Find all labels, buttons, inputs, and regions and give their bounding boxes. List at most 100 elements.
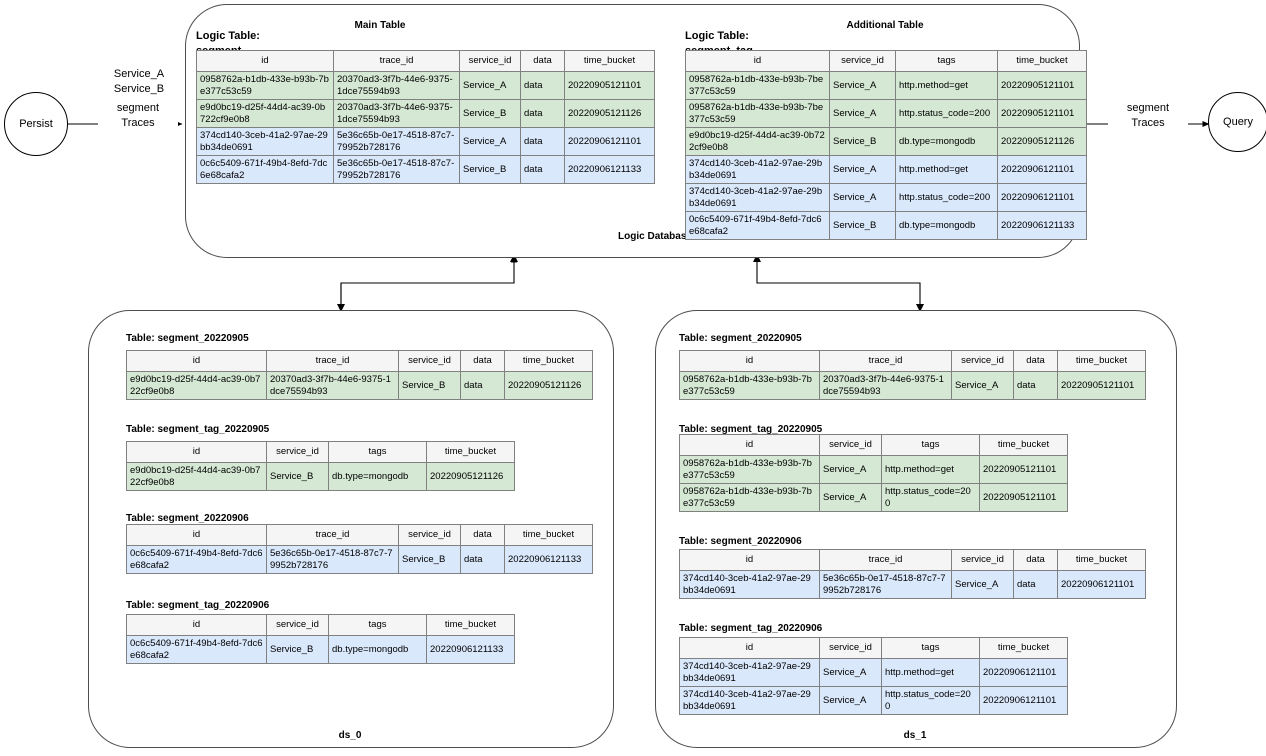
table-cell: 0c6c5409-671f-49b4-8efd-7dc6e68cafa2 — [126, 545, 267, 574]
table-cell: 0c6c5409-671f-49b4-8efd-7dc6e68cafa2 — [685, 211, 830, 240]
col-tags: tags — [328, 441, 427, 463]
table-cell: 0958762a-b1db-433e-b93b-7be377c53c59 — [679, 455, 820, 484]
table-cell: 20220906121133 — [426, 635, 515, 664]
ds0-segment-20220906-table: id trace_id service_id data time_bucket … — [126, 524, 593, 574]
col-trace-id: trace_id — [266, 350, 399, 372]
table-cell: Service_B — [829, 211, 896, 240]
table-cell: http.method=get — [881, 455, 980, 484]
table-cell: 20220906121101 — [979, 686, 1068, 715]
ds0-segment-20220905-table: id trace_id service_id data time_bucket … — [126, 350, 593, 400]
table-cell: 20220906121133 — [564, 155, 655, 184]
col-time-bucket: time_bucket — [504, 524, 593, 546]
table-cell: 374cd140-3ceb-41a2-97ae-29bb34de0691 — [679, 570, 820, 599]
table-cell: e9d0bc19-d25f-44d4-ac39-0b722cf9e0b8 — [196, 99, 334, 128]
table-cell: Service_A — [951, 371, 1014, 400]
col-id: id — [685, 50, 830, 72]
col-id: id — [126, 441, 267, 463]
table-cell: db.type=mongodb — [328, 462, 427, 491]
table-header-row: id trace_id service_id data time_bucket — [126, 524, 593, 546]
query-label: Query — [1223, 116, 1253, 128]
col-time-bucket: time_bucket — [564, 50, 655, 72]
col-data: data — [1013, 350, 1058, 372]
col-id: id — [126, 524, 267, 546]
table-cell: 0958762a-b1db-433e-b93b-7be377c53c59 — [679, 483, 820, 512]
table-cell: Service_A — [819, 658, 882, 687]
table-cell: 5e36c65b-0e17-4518-87c7-79952b728176 — [266, 545, 399, 574]
col-trace-id: trace_id — [819, 350, 952, 372]
table-cell: Service_A — [951, 570, 1014, 599]
col-data: data — [520, 50, 565, 72]
persist-label: Persist — [19, 118, 53, 130]
table-cell: Service_B — [266, 462, 329, 491]
table-cell: 20220906121101 — [564, 127, 655, 156]
ds0-segment-tag-20220906-table: id service_id tags time_bucket 0c6c5409-… — [126, 614, 515, 664]
table-cell: 374cd140-3ceb-41a2-97ae-29bb34de0691 — [679, 658, 820, 687]
additional-table-title: Additional Table — [846, 20, 924, 31]
ds0-segment-tag-20220905-table: id service_id tags time_bucket e9d0bc19-… — [126, 441, 515, 491]
table-cell: Service_A — [829, 155, 896, 184]
table-cell: 20220905121101 — [979, 483, 1068, 512]
table-cell: 0958762a-b1db-433e-b93b-7be377c53c59 — [685, 71, 830, 100]
col-service-id: service_id — [266, 441, 329, 463]
query-node[interactable]: Query — [1208, 92, 1266, 152]
table-cell: db.type=mongodb — [895, 211, 998, 240]
col-time-bucket: time_bucket — [1057, 549, 1146, 571]
table-cell: data — [520, 155, 565, 184]
table-cell: Service_A — [829, 183, 896, 212]
main-table: id trace_id service_id data time_bucket … — [196, 50, 655, 184]
table-cell: Service_A — [829, 99, 896, 128]
ds0-segtag0906-caption: Table: segment_tag_20220906 — [126, 600, 270, 611]
table-cell: 20220905121101 — [979, 455, 1068, 484]
table-cell: 0958762a-b1db-433e-b93b-7be377c53c59 — [679, 371, 820, 400]
col-time-bucket: time_bucket — [426, 614, 515, 636]
table-cell: http.status_code=200 — [881, 483, 980, 512]
table-cell: 374cd140-3ceb-41a2-97ae-29bb34de0691 — [685, 183, 830, 212]
table-cell: 20220905121101 — [997, 71, 1087, 100]
ds1-segment-20220905-table: id trace_id service_id data time_bucket … — [679, 350, 1146, 400]
table-cell: 20370ad3-3f7b-44e6-9375-1dce75594b93 — [333, 71, 460, 100]
table-cell: 20220905121126 — [504, 371, 593, 400]
table-cell: 0c6c5409-671f-49b4-8efd-7dc6e68cafa2 — [126, 635, 267, 664]
col-tags: tags — [328, 614, 427, 636]
table-header-row: id trace_id service_id data time_bucket — [196, 50, 655, 72]
table-cell: http.status_code=200 — [881, 686, 980, 715]
table-cell: e9d0bc19-d25f-44d4-ac39-0b722cf9e0b8 — [685, 127, 830, 156]
col-id: id — [126, 350, 267, 372]
table-cell: 0958762a-b1db-433e-b93b-7be377c53c59 — [196, 71, 334, 100]
ds1-segtag0905-caption: Table: segment_tag_20220905 — [679, 424, 823, 435]
table-cell: db.type=mongodb — [895, 127, 998, 156]
ds1-segment-tag-20220905-table: id service_id tags time_bucket 0958762a-… — [679, 434, 1068, 512]
col-data: data — [460, 524, 505, 546]
table-cell: Service_A — [819, 455, 882, 484]
persist-services-label: Service_A Service_B — [96, 67, 182, 97]
col-time-bucket: time_bucket — [1057, 350, 1146, 372]
table-cell: 0958762a-b1db-433e-b93b-7be377c53c59 — [685, 99, 830, 128]
table-cell: 5e36c65b-0e17-4518-87c7-79952b728176 — [333, 127, 460, 156]
table-cell: 20220905121126 — [426, 462, 515, 491]
col-trace-id: trace_id — [333, 50, 460, 72]
table-cell: 20220905121126 — [564, 99, 655, 128]
ds0-segtag0905-caption: Table: segment_tag_20220905 — [126, 424, 270, 435]
persist-traces-label: segment Traces — [98, 101, 178, 131]
table-cell: http.status_code=200 — [895, 183, 998, 212]
additional-table: id service_id tags time_bucket 0958762a-… — [685, 50, 1087, 240]
persist-node[interactable]: Persist — [4, 92, 68, 156]
col-service-id: service_id — [459, 50, 521, 72]
table-cell: 20370ad3-3f7b-44e6-9375-1dce75594b93 — [333, 99, 460, 128]
col-service-id: service_id — [951, 350, 1014, 372]
